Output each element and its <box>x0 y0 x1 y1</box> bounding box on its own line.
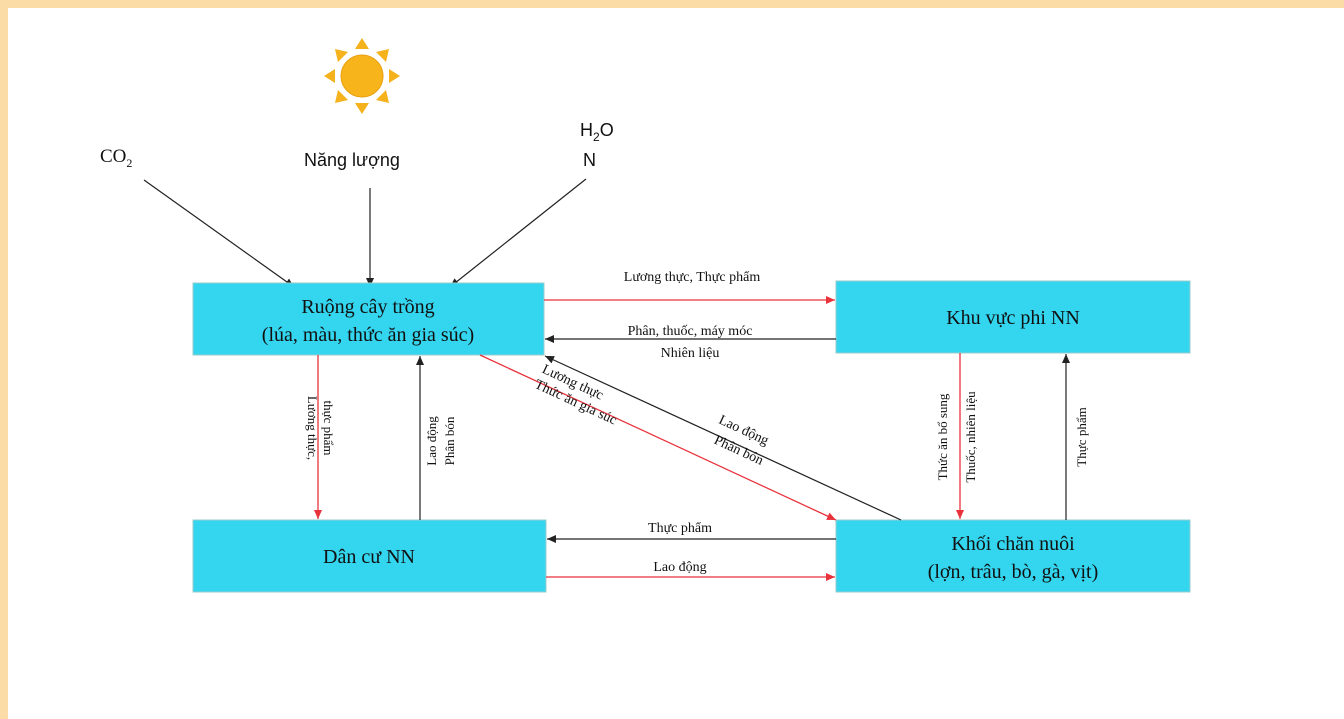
label-nonagri-to-crops-1: Phân, thuốc, máy móc <box>628 324 753 339</box>
crops-title: Ruộng cây trồng <box>301 296 434 318</box>
label-crops-to-nonagri: Lương thực, Thực phẩm <box>624 270 761 285</box>
label-nonagri-to-livestock-2: Thuốc, nhiên liệu <box>963 391 978 483</box>
co2-label: CO2 <box>100 146 132 170</box>
population-title: Dân cư NN <box>323 546 415 568</box>
livestock-title: Khối chăn nuôi <box>951 533 1075 555</box>
non-agri-title: Khu vực phi NN <box>946 307 1080 329</box>
crops-subtitle: (lúa, màu, thức ăn gia súc) <box>262 324 474 346</box>
arrow-crops-to-livestock <box>479 354 837 521</box>
label-pop-to-crops-1: Lao động <box>424 416 439 466</box>
label-nonagri-to-crops-2: Nhiên liệu <box>661 346 720 361</box>
non-agri-box: Khu vực phi NN <box>835 280 1191 354</box>
h2o-label: H2O <box>580 120 614 144</box>
livestock-subtitle: (lợn, trâu, bò, gà, vịt) <box>928 561 1099 583</box>
crops-box: Ruộng cây trồng (lúa, màu, thức ăn gia s… <box>192 282 545 356</box>
energy-label: Năng lượng <box>304 150 400 170</box>
arrow-livestock-to-crops <box>544 355 902 521</box>
label-crops-to-pop-1: Lương thực, <box>305 396 320 460</box>
flow-diagram: CO2 Năng lượng H2O N Ruộng cây trồng (lú… <box>100 38 1191 593</box>
label-pop-to-livestock: Lao động <box>653 560 706 575</box>
co2-arrow <box>143 179 295 288</box>
h2o-arrow <box>449 178 587 288</box>
label-nonagri-to-livestock-1: Thức ăn bổ sung <box>935 393 950 480</box>
label-crops-to-pop-2: thực phẩm <box>321 400 336 455</box>
nitrogen-label: N <box>583 150 596 170</box>
diagram-canvas: CO2 Năng lượng H2O N Ruộng cây trồng (lú… <box>8 8 1344 719</box>
livestock-box: Khối chăn nuôi (lợn, trâu, bò, gà, vịt) <box>835 519 1191 593</box>
sun-icon <box>324 38 400 114</box>
label-pop-to-crops-2: Phân bón <box>442 416 457 465</box>
label-livestock-to-nonagri: Thực phẩm <box>1074 407 1089 466</box>
label-livestock-to-pop: Thực phẩm <box>648 521 712 536</box>
population-box: Dân cư NN <box>192 519 547 593</box>
